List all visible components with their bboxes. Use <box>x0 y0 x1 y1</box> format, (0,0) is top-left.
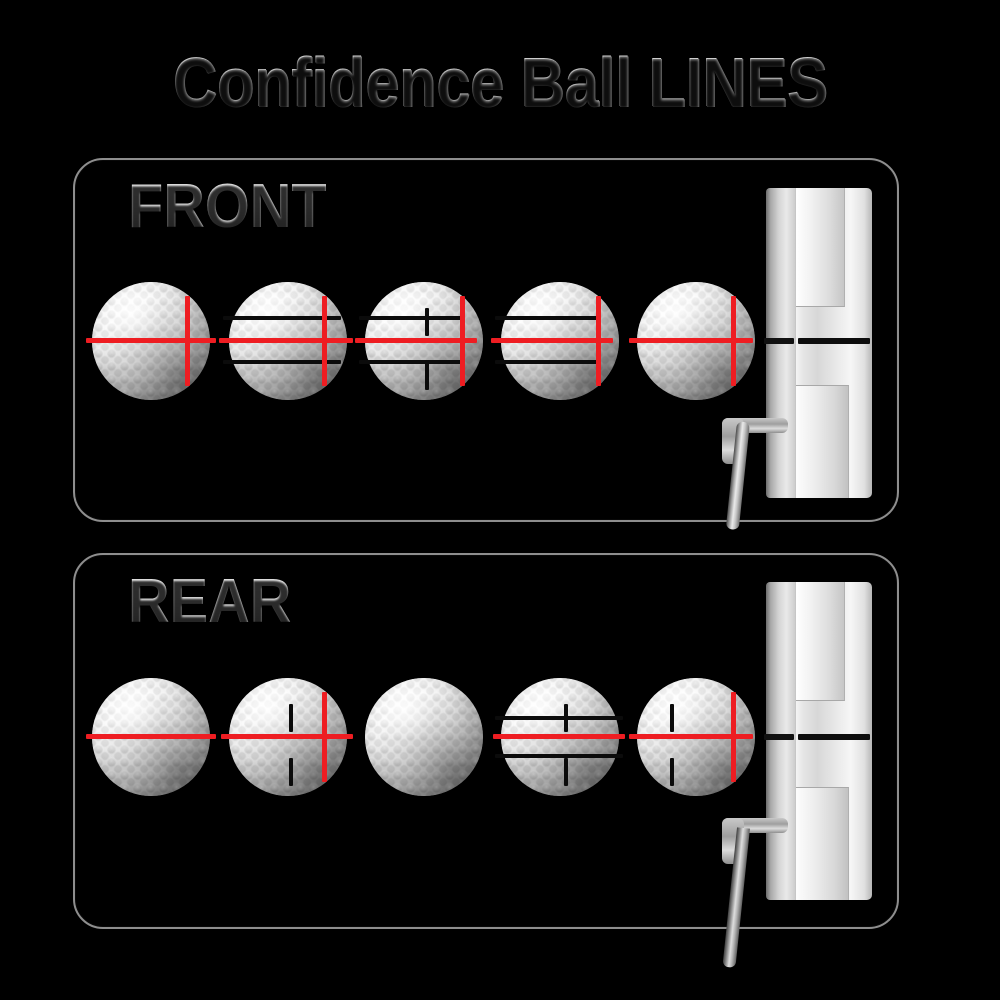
putter-shaft-rear <box>722 827 750 968</box>
page-title: Confidence Ball LINES <box>60 42 940 122</box>
putter-bottom-notch <box>796 385 849 498</box>
putter-bottom-notch <box>796 787 849 900</box>
panel-rear: REAR <box>73 553 899 929</box>
putter-alignment-line-left <box>764 338 794 344</box>
putter-top-notch <box>796 188 845 307</box>
putter-head-back <box>766 582 800 900</box>
putter-alignment-line-left <box>764 734 794 740</box>
putter-rear <box>722 582 872 900</box>
putter-top-notch <box>796 582 845 701</box>
panel-label-rear: REAR <box>128 567 292 636</box>
panel-label-front: FRONT <box>128 172 327 241</box>
putter-front <box>722 188 872 498</box>
putter-alignment-line-right <box>798 338 870 344</box>
putter-alignment-line-right <box>798 734 870 740</box>
